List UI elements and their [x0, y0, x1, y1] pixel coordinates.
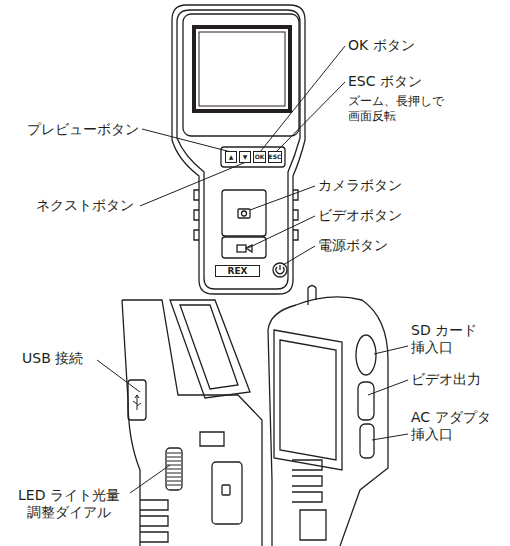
power-icon [276, 265, 284, 274]
right-screen [274, 330, 342, 470]
callout-label: SD カード 挿入口 [411, 322, 501, 356]
right-ridges [292, 460, 326, 540]
right-antenna [308, 286, 316, 306]
device-button: ESC [268, 151, 282, 163]
ac-port [360, 424, 374, 458]
callout-label: カメラボタン [318, 177, 402, 194]
sd-slot [356, 335, 376, 375]
button-text: REX [227, 267, 247, 276]
button-text: ▼ [243, 154, 248, 160]
right-body [268, 297, 388, 546]
device-button: ▼ [239, 151, 251, 163]
screen-inner [199, 32, 285, 106]
side-screen [170, 300, 250, 398]
button-text: ESC [269, 154, 282, 160]
video-button [222, 237, 266, 258]
device-button: ▲ [225, 151, 237, 163]
callout-label: プレビューボタン [27, 121, 139, 138]
button-text: OK [255, 154, 265, 160]
device-button: OK [253, 151, 266, 163]
callout-label: LED ライト光量 調整ダイアル [4, 487, 134, 521]
device-body [172, 5, 305, 294]
button-panel [221, 147, 285, 167]
device-body-inner [177, 10, 300, 289]
camera-icon-lens [242, 211, 247, 216]
callout-label: OK ボタン [348, 37, 415, 54]
dial-ridges [167, 453, 181, 485]
grip-ridges [194, 190, 298, 240]
callout-label: ズーム、長押しで 画面反転 [348, 94, 463, 124]
video-icon [237, 245, 246, 252]
screen-bezel [183, 14, 299, 136]
callout-label: ビデオボタン [318, 207, 402, 224]
brand-badge: REX [215, 265, 260, 277]
side-buttons [212, 462, 242, 524]
camera-button [222, 190, 266, 236]
power-button [273, 263, 287, 277]
screen [194, 27, 290, 111]
led-dial [166, 448, 182, 490]
button-text: ▲ [229, 154, 234, 160]
callout-label: 電源ボタン [318, 237, 388, 254]
video-out-port [358, 382, 374, 420]
callout-label: ネクストボタン [36, 197, 134, 214]
usb-port [128, 380, 146, 420]
usb-symbol [133, 395, 141, 410]
callout-label: ESC ボタン [348, 73, 422, 90]
side-camera-icon [222, 485, 230, 495]
camera-icon [238, 209, 250, 218]
callout-label: AC アダプタ 挿入口 [411, 409, 506, 443]
side-body [122, 300, 262, 546]
callout-label: ビデオ出力 [411, 371, 481, 388]
callout-label: USB 接続 [22, 350, 83, 367]
